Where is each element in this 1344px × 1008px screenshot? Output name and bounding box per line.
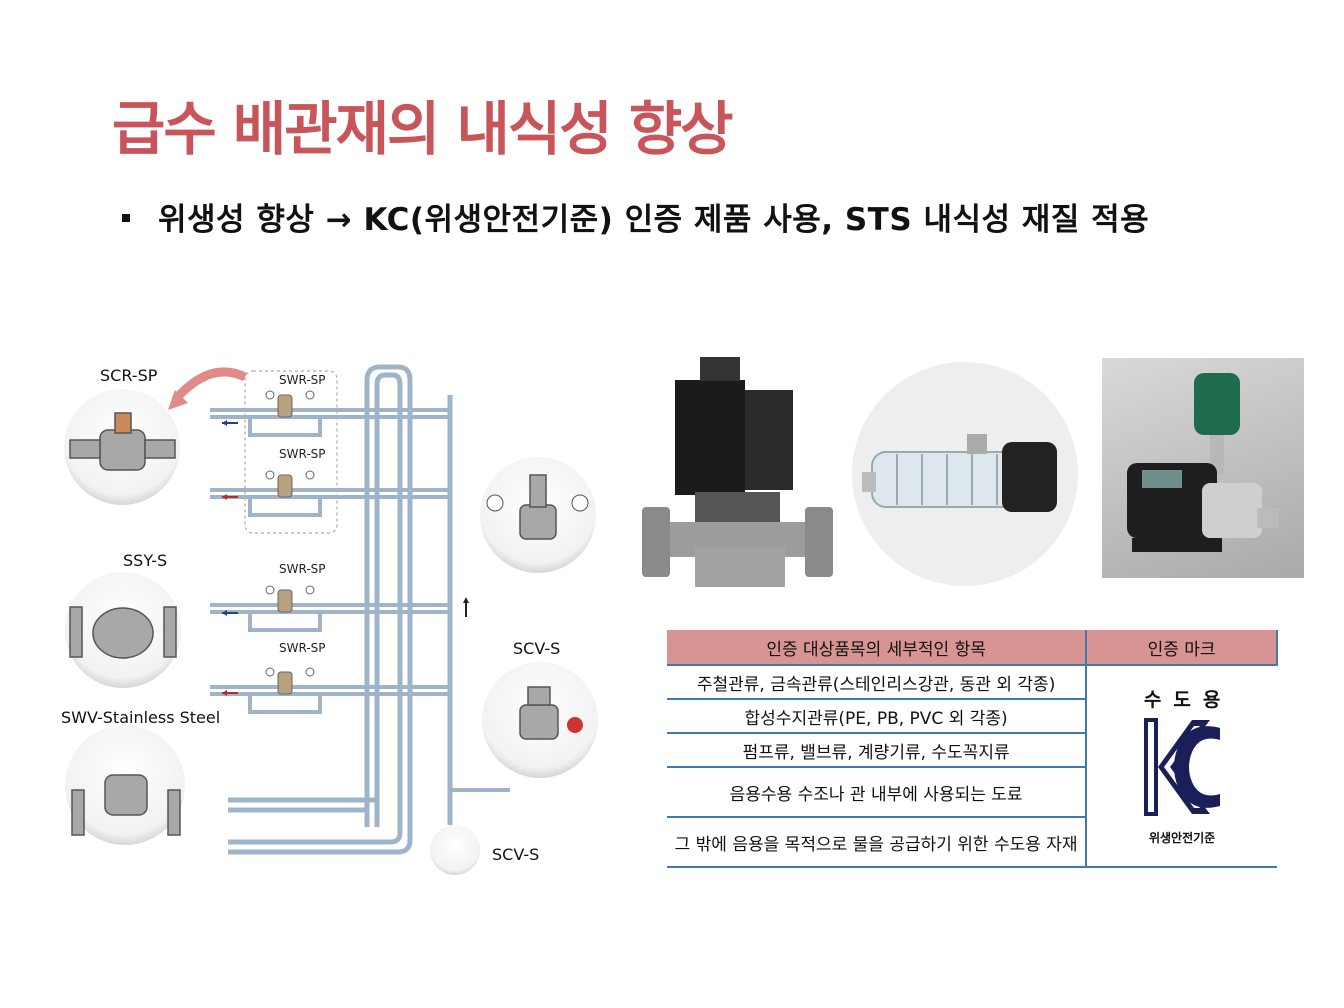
header-mark: 인증 마크 xyxy=(1086,630,1278,666)
label-ssy-s: SSY-S xyxy=(123,551,167,570)
branch-valve-icons xyxy=(265,390,315,695)
certification-table: 인증 대상품목의 세부적인 항목 인증 마크 주철관류, 금속관류(스테인리스강… xyxy=(667,630,1278,868)
label-scv-s-1: SCV-S xyxy=(513,639,560,658)
label-swr-sp-3: SWR-SP xyxy=(279,562,326,576)
bullet-point: 위생성 향상 → KC(위생안전기준) 인증 제품 사용, STS 내식성 재질… xyxy=(122,194,1149,239)
valve-handle-icon xyxy=(567,717,583,733)
inline-pump-photo xyxy=(640,352,840,592)
kc-mark-bottom: 위생안전기준 xyxy=(1148,831,1216,845)
label-swr-sp-1: SWR-SP xyxy=(279,373,326,387)
kc-mark: 수도용 위생안전기준 xyxy=(1132,685,1232,846)
table-row: 주철관류, 금속관류(스테인리스강관, 동관 외 각종) xyxy=(667,665,1088,700)
booster-pump-photo xyxy=(1102,358,1304,578)
flow-arrow-icons xyxy=(222,420,469,696)
horizontal-pump-photo xyxy=(852,362,1078,586)
table-row: 음용수용 수조나 관 내부에 사용되는 도료 xyxy=(667,767,1088,818)
table-row: 펌프류, 밸브류, 계량기류, 수도꼭지류 xyxy=(667,733,1088,768)
piping-diagram: SCR-SP SSY-S SWV-Stainless Steel SCV-S S… xyxy=(50,355,630,895)
gauge-icon xyxy=(571,494,589,512)
branch-pipes xyxy=(210,408,510,792)
table-row: 그 밖에 음용을 목적으로 물을 공급하기 위한 수도용 자재 xyxy=(667,817,1088,868)
gauge-icon xyxy=(486,494,504,512)
bullet-square-icon xyxy=(122,213,130,222)
label-scr-sp: SCR-SP xyxy=(100,366,158,385)
valve-illustrations xyxy=(69,412,559,836)
riser-pipes xyxy=(228,364,453,855)
kc-logo-icon xyxy=(1144,718,1221,816)
label-swr-sp-4: SWR-SP xyxy=(279,641,326,655)
bullet-text: 위생성 향상 → KC(위생안전기준) 인증 제품 사용, STS 내식성 재질… xyxy=(158,202,1150,238)
dashed-group-box xyxy=(244,370,338,534)
curved-arrow-icon xyxy=(171,367,247,404)
label-swr-sp-2: SWR-SP xyxy=(279,447,326,461)
kc-mark-cell: 수도용 위생안전기준 xyxy=(1086,665,1277,868)
header-items: 인증 대상품목의 세부적인 항목 xyxy=(667,630,1088,666)
kc-mark-top: 수도용 xyxy=(1143,689,1233,711)
table-row: 합성수지관류(PE, PB, PVC 외 각종) xyxy=(667,699,1088,734)
slide-title: 급수 배관재의 내식성 향상 xyxy=(112,95,734,163)
label-scv-s-2: SCV-S xyxy=(492,845,539,864)
label-swv: SWV-Stainless Steel xyxy=(61,708,220,727)
